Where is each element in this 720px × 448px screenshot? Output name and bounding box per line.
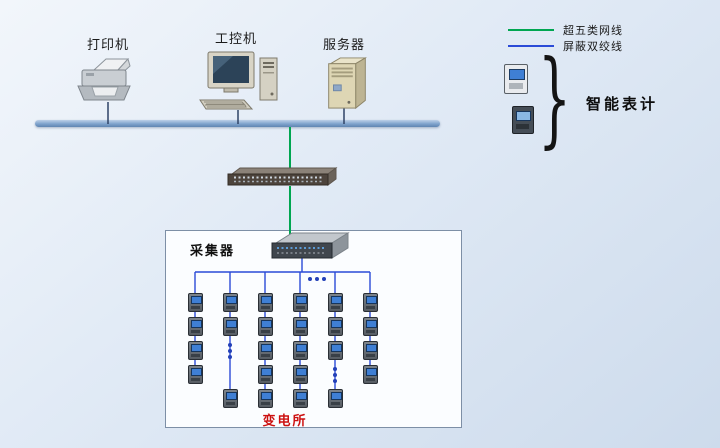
- wire-ellipsis-dot: [308, 277, 312, 281]
- server-icon: [320, 56, 374, 114]
- cat5e-line-swatch: [508, 29, 554, 31]
- meter-device: [257, 389, 273, 408]
- wire-ellipsis-dot: [228, 349, 232, 353]
- printer-label: 打印机: [86, 38, 129, 53]
- server-label: 服务器: [322, 38, 365, 53]
- meter-device: [327, 293, 343, 312]
- meter-device: [187, 293, 203, 312]
- meter-device: [222, 293, 238, 312]
- brace-icon: }: [538, 37, 572, 159]
- wire-ellipsis-dot: [333, 367, 337, 371]
- meter-device: [292, 341, 308, 360]
- meter-device: [292, 317, 308, 336]
- meter-device: [187, 365, 203, 384]
- legend-item-cat5e: 超五类网线: [508, 22, 623, 38]
- substation-box: [165, 230, 462, 428]
- substation-label: 变电所: [262, 414, 308, 429]
- meter-device: [257, 365, 273, 384]
- industrial-pc-label: 工控机: [214, 32, 257, 47]
- smart-meter-icon-1: [504, 64, 528, 94]
- meter-device: [362, 365, 378, 384]
- wire-ellipsis-dot: [333, 379, 337, 383]
- stp-label: 屏蔽双绞线: [563, 40, 623, 53]
- collector-icon: [268, 232, 352, 266]
- meter-device: [257, 341, 273, 360]
- meter-device: [327, 389, 343, 408]
- meter-device: [362, 317, 378, 336]
- smart-meters-label: 智能表计: [586, 95, 659, 113]
- wire-ellipsis-dot: [333, 373, 337, 377]
- meter-device: [257, 293, 273, 312]
- wire-ellipsis-dot: [315, 277, 319, 281]
- meter-device: [292, 365, 308, 384]
- meter-device: [327, 317, 343, 336]
- collector-label: 采集器: [190, 244, 236, 259]
- meter-device: [187, 317, 203, 336]
- meter-device: [362, 341, 378, 360]
- wire-ellipsis-dot: [228, 343, 232, 347]
- printer-icon: [72, 56, 144, 110]
- meter-device: [292, 293, 308, 312]
- smart-meter-icon-2: [512, 106, 534, 134]
- meter-device: [292, 389, 308, 408]
- meter-device: [362, 293, 378, 312]
- network-bus-line: [35, 120, 440, 127]
- meter-device: [187, 341, 203, 360]
- wire-ellipsis-dot: [228, 355, 232, 359]
- meter-device: [222, 317, 238, 336]
- meter-device: [257, 317, 273, 336]
- ethernet-switch-icon: [226, 167, 338, 191]
- legend-item-stp: 屏蔽双绞线: [508, 38, 623, 54]
- meter-device: [327, 341, 343, 360]
- meter-device: [222, 389, 238, 408]
- stp-line-swatch: [508, 45, 554, 47]
- cat5e-label: 超五类网线: [563, 24, 623, 37]
- industrial-pc-icon: [196, 50, 288, 116]
- wire-ellipsis-dot: [322, 277, 326, 281]
